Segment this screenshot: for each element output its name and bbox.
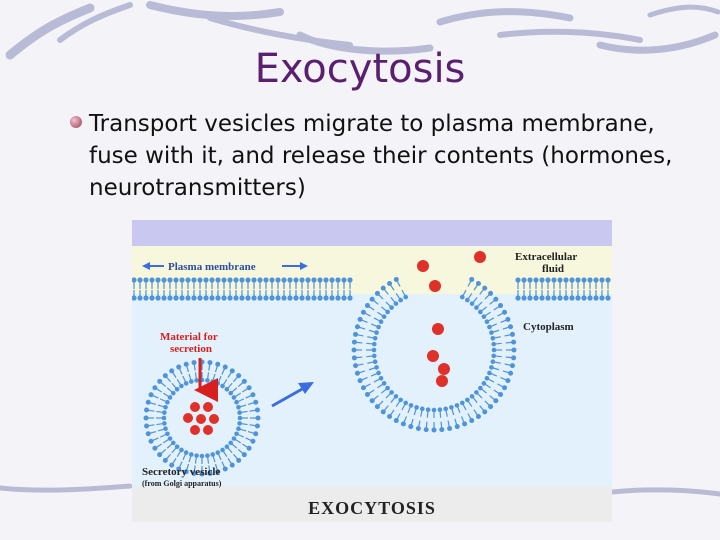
plasma-membrane-arrow-right-head bbox=[300, 262, 308, 270]
label-golgi: (from Golgi apparatus) bbox=[142, 479, 222, 488]
particle bbox=[432, 323, 444, 335]
label-cytoplasm: Cytoplasm bbox=[523, 321, 574, 333]
label-material: Material for bbox=[160, 331, 218, 343]
particle bbox=[183, 413, 193, 423]
bullet-icon bbox=[70, 116, 82, 128]
particle bbox=[429, 280, 441, 292]
particle bbox=[417, 260, 429, 272]
label-secretion: secretion bbox=[170, 343, 212, 355]
caption-band bbox=[132, 486, 612, 522]
particle bbox=[196, 414, 206, 424]
fusing-vesicle bbox=[351, 276, 517, 433]
secretory-vesicle bbox=[143, 359, 261, 477]
particle bbox=[427, 350, 439, 362]
header-band bbox=[132, 220, 612, 246]
label-secretory-vesicle: Secretory vesicle bbox=[142, 466, 220, 478]
slide-title: Exocytosis bbox=[254, 46, 466, 92]
particle bbox=[190, 402, 200, 412]
plasma-membrane-arrow-left-head bbox=[142, 262, 150, 270]
label-fluid: fluid bbox=[542, 263, 564, 275]
particle bbox=[203, 425, 213, 435]
plasma-membrane bbox=[132, 277, 611, 301]
figure-caption: EXOCYTOSIS bbox=[308, 498, 436, 518]
particle bbox=[436, 375, 448, 387]
label-extracellular: Extracellular bbox=[515, 251, 577, 263]
particle bbox=[438, 363, 450, 375]
transport-arrow bbox=[271, 386, 305, 408]
label-plasma-membrane: Plasma membrane bbox=[168, 261, 256, 273]
exocytosis-diagram: Plasma membrane Extracellular fluid Cyto… bbox=[132, 220, 612, 522]
transport-arrow-head bbox=[298, 382, 314, 394]
particle bbox=[474, 251, 486, 263]
particle bbox=[203, 402, 213, 412]
particle bbox=[190, 425, 200, 435]
particle bbox=[209, 414, 219, 424]
bullet-text: Transport vesicles migrate to plasma mem… bbox=[89, 111, 673, 201]
secretion-particles bbox=[183, 251, 486, 435]
